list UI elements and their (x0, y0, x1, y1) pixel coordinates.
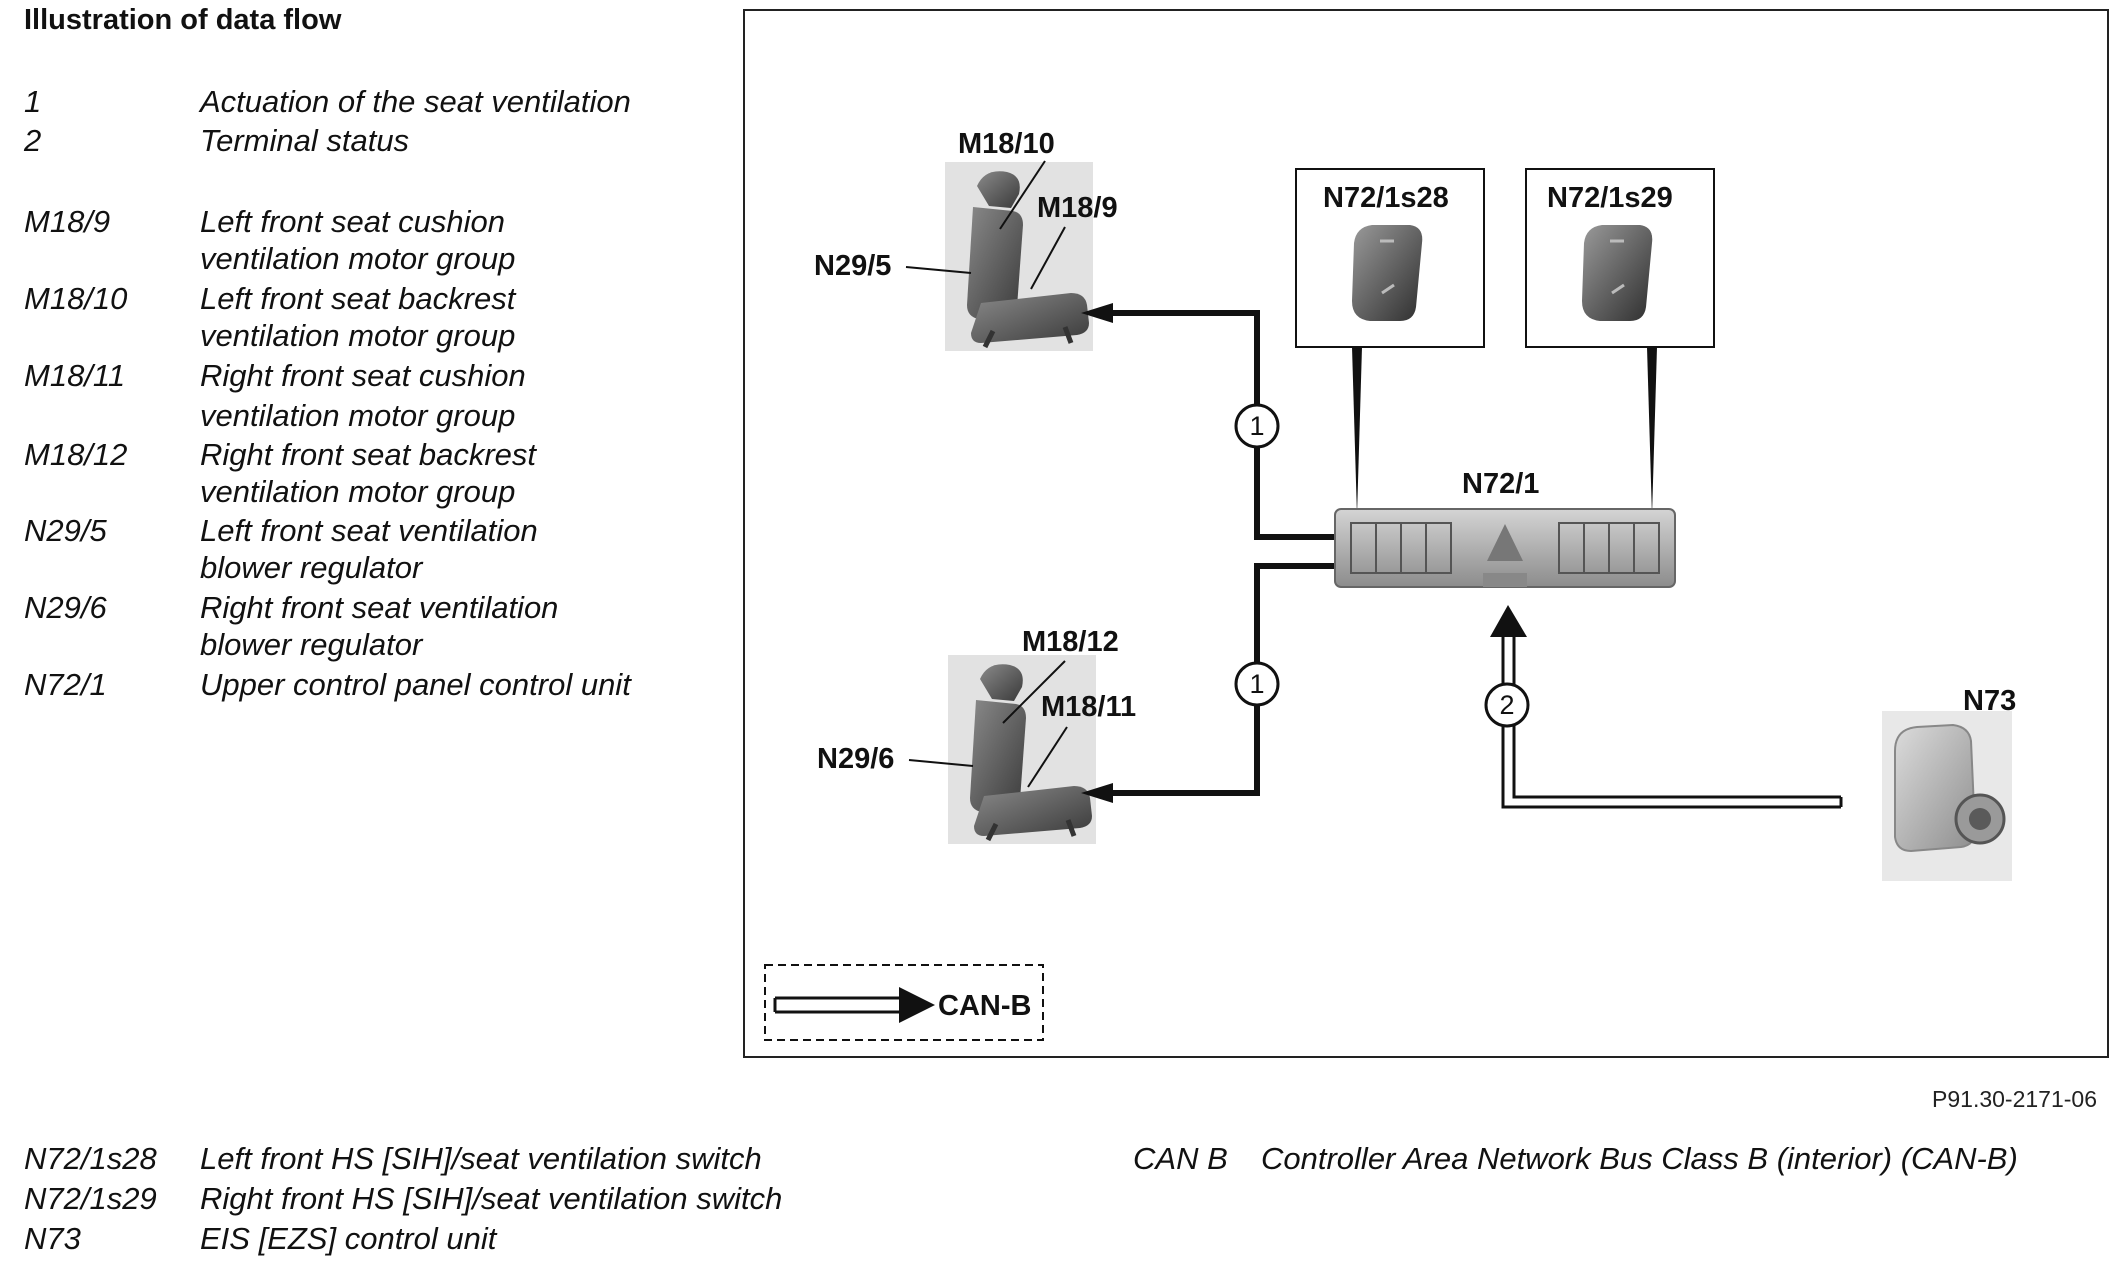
legend-code: CAN B (1133, 1141, 1228, 1176)
switch-left-box (1295, 168, 1485, 516)
legend-code: N72/1 (24, 667, 107, 702)
switch-right-box (1525, 168, 1715, 516)
legend-code: N29/5 (24, 513, 107, 548)
legend-desc: Right front HS [SIH]/seat ventilation sw… (200, 1181, 783, 1216)
label-m18-9: M18/9 (1037, 192, 1118, 224)
legend-code: N29/6 (24, 590, 107, 625)
control-panel-image (1334, 508, 1676, 588)
legend-desc: Left front seat backrest (200, 281, 516, 316)
leader-line (1002, 660, 1066, 724)
legend-code: M18/12 (24, 437, 128, 472)
legend-desc: Right front seat ventilation (200, 590, 559, 625)
legend-desc: ventilation motor group (200, 474, 516, 509)
legend-code: M18/11 (24, 358, 126, 393)
page-title: Illustration of data flow (24, 4, 342, 36)
legend-desc: Actuation of the seat ventilation (200, 84, 631, 119)
legend-code: 1 (24, 84, 42, 119)
label-m18-10: M18/10 (958, 128, 1055, 160)
legend-desc: blower regulator (200, 627, 423, 662)
legend-desc: ventilation motor group (200, 318, 516, 353)
leader-line (999, 160, 1046, 230)
legend-desc: ventilation motor group (200, 398, 516, 433)
figure-number: P91.30-2171-06 (1932, 1086, 2097, 1112)
data-flow-diagram: M18/10 M18/9 N29/5 M18/12 M18/11 N29/6 N… (743, 9, 2109, 1058)
leader-line (905, 266, 972, 274)
flow-line-bottom (1081, 563, 1334, 803)
flow-number-2: 2 (1499, 690, 1514, 720)
legend-desc: Terminal status (200, 123, 410, 158)
legend-desc: Upper control panel control unit (200, 667, 631, 702)
legend-code: M18/9 (24, 204, 111, 239)
legend-desc: Left front seat ventilation (200, 513, 538, 548)
legend-desc: Controller Area Network Bus Class B (int… (1261, 1141, 2018, 1176)
legend-code: 2 (24, 123, 42, 158)
leader-line (1027, 726, 1068, 788)
flow-marker (1234, 661, 1280, 707)
legend-code: N73 (24, 1221, 81, 1256)
label-n72-1s28: N72/1s28 (1323, 182, 1449, 214)
legend-desc: Left front HS [SIH]/seat ventilation swi… (200, 1141, 762, 1176)
legend-code: M18/10 (24, 281, 128, 316)
flow-marker (1484, 682, 1530, 728)
flow-number-1-bottom: 1 (1249, 669, 1264, 699)
legend-code: N72/1s29 (24, 1181, 157, 1216)
flow-marker (1234, 403, 1280, 449)
right-seat-image (948, 655, 1096, 844)
legend-desc: Right front seat cushion (200, 358, 526, 393)
can-b-bus-line (1490, 605, 1843, 809)
leader-line (908, 759, 974, 767)
label-m18-11: M18/11 (1041, 691, 1136, 723)
can-b-legend-label: CAN-B (938, 990, 1031, 1022)
label-n29-5: N29/5 (814, 250, 891, 282)
legend-desc: blower regulator (200, 550, 423, 585)
legend-desc: Left front seat cushion (200, 204, 506, 239)
legend-desc: EIS [EZS] control unit (200, 1221, 497, 1256)
diagram-canvas: M18/10 M18/9 N29/5 M18/12 M18/11 N29/6 N… (764, 128, 2016, 1041)
label-n72-1: N72/1 (1462, 468, 1539, 500)
can-b-legend-box (764, 964, 1044, 1041)
left-seat-image (945, 162, 1093, 351)
legend-code: N72/1s28 (24, 1141, 157, 1176)
eis-control-unit-image (1882, 711, 2012, 881)
flow-number-1-top: 1 (1249, 411, 1264, 441)
legend-desc: Right front seat backrest (200, 437, 536, 472)
label-n72-1s29: N72/1s29 (1547, 182, 1673, 214)
label-n73: N73 (1963, 685, 2016, 717)
leader-line (1030, 226, 1066, 290)
legend-desc: ventilation motor group (200, 241, 516, 276)
label-m18-12: M18/12 (1022, 626, 1119, 658)
label-n29-6: N29/6 (817, 743, 894, 775)
